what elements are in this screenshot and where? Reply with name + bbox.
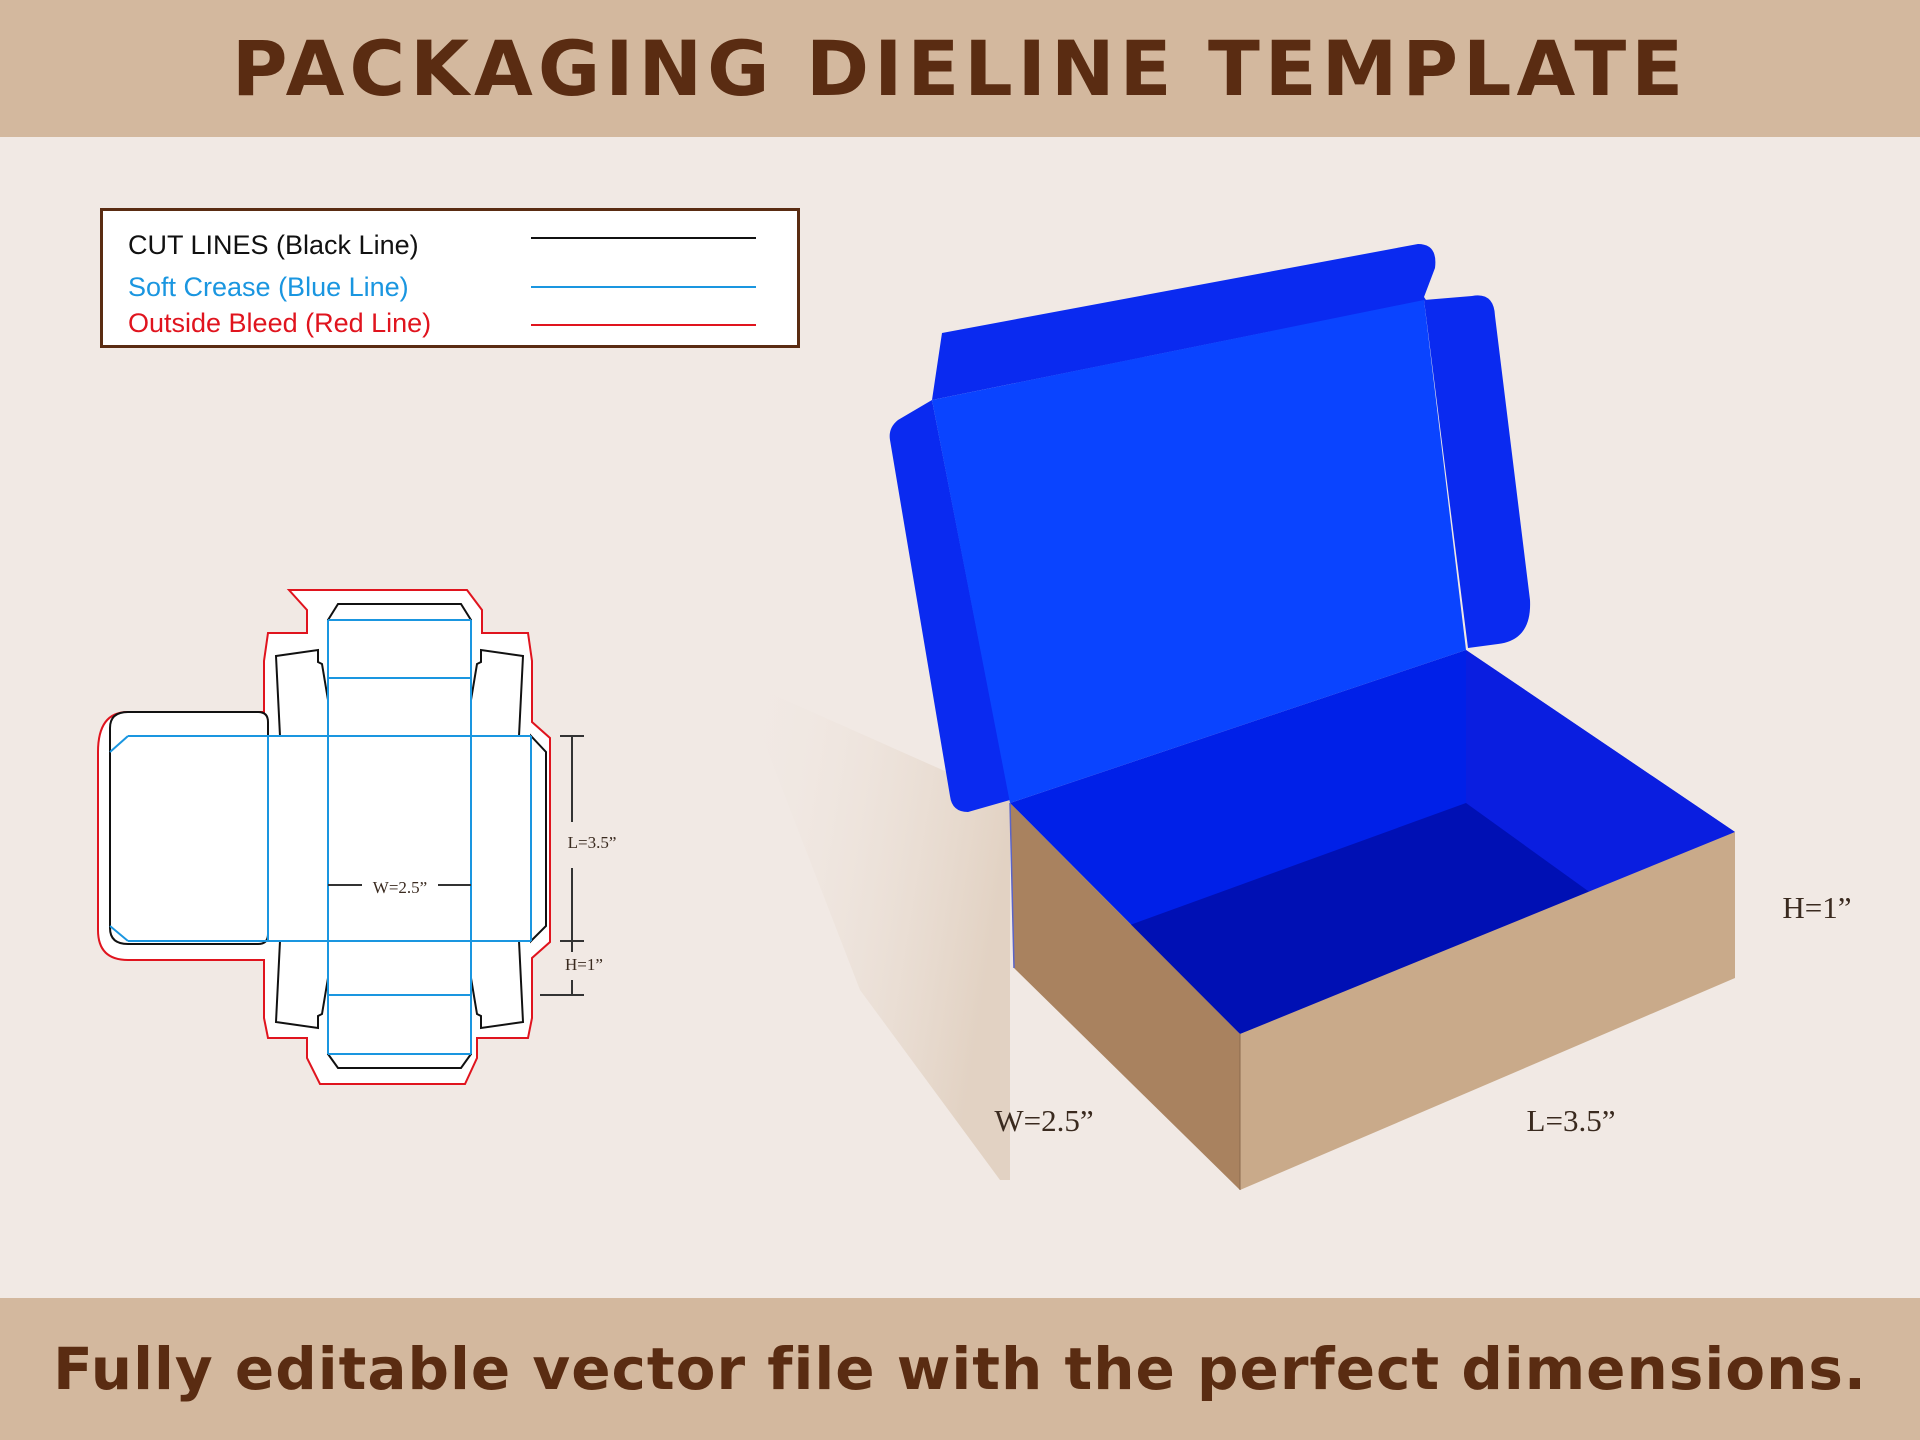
dieline-height-length-dimension-lines (540, 735, 584, 996)
box-interior-right-wall (1466, 650, 1735, 896)
lid-side-flap-right (1424, 295, 1531, 648)
base-panel (327, 735, 472, 942)
box-shadow (740, 680, 1010, 1180)
lid-tuck-flap (932, 244, 1436, 400)
footer-tagline: Fully editable vector file with the perf… (53, 1335, 1867, 1403)
footer-banner: Fully editable vector file with the perf… (0, 1298, 1920, 1440)
box-left-edge (1009, 802, 1015, 969)
dieline-length-label: L=3.5” (568, 833, 617, 852)
legend-soft-crease-label: Soft Crease (Blue Line) (128, 271, 409, 302)
legend-box: CUT LINES (Black Line) Soft Crease (Blue… (100, 208, 800, 348)
lid-panel (327, 603, 472, 736)
box-front-wall (1010, 803, 1240, 1190)
box-3d: W=2.5” L=3.5” H=1” (740, 244, 1852, 1190)
legend-cut-line-sample (531, 237, 756, 239)
lid-inner-panel (932, 300, 1466, 803)
legend-crease-line-sample (531, 286, 756, 288)
header-banner: PACKAGING DIELINE TEMPLATE (0, 0, 1920, 137)
box-height-label: H=1” (1782, 890, 1851, 925)
box-length-label: L=3.5” (1527, 1103, 1616, 1138)
page-title: PACKAGING DIELINE TEMPLATE (231, 24, 1689, 113)
dust-flap-top-left (274, 648, 329, 737)
legend-bleed-line-sample (531, 324, 756, 326)
back-panel (327, 941, 472, 1069)
dust-flap-top-right (470, 648, 525, 737)
box-interior-floor (1130, 803, 1595, 1034)
lid-side-flap-left (889, 400, 1010, 812)
left-end-panel (109, 711, 269, 945)
right-end-panel (530, 733, 547, 944)
flat-dieline: W=2.5” L=3.5” H=1” (97, 589, 617, 1085)
box-width-label: W=2.5” (994, 1103, 1093, 1138)
legend-cut-lines-label: CUT LINES (Black Line) (128, 229, 419, 260)
dust-flap-bottom-right (470, 940, 525, 1030)
dieline-height-label: H=1” (565, 955, 603, 974)
box-side-wall (1240, 832, 1735, 1190)
dieline-width-label: W=2.5” (373, 878, 427, 897)
dust-flap-bottom-left (274, 940, 329, 1030)
legend-outside-bleed-label: Outside Bleed (Red Line) (128, 307, 432, 338)
dieline-creases (109, 619, 532, 1055)
